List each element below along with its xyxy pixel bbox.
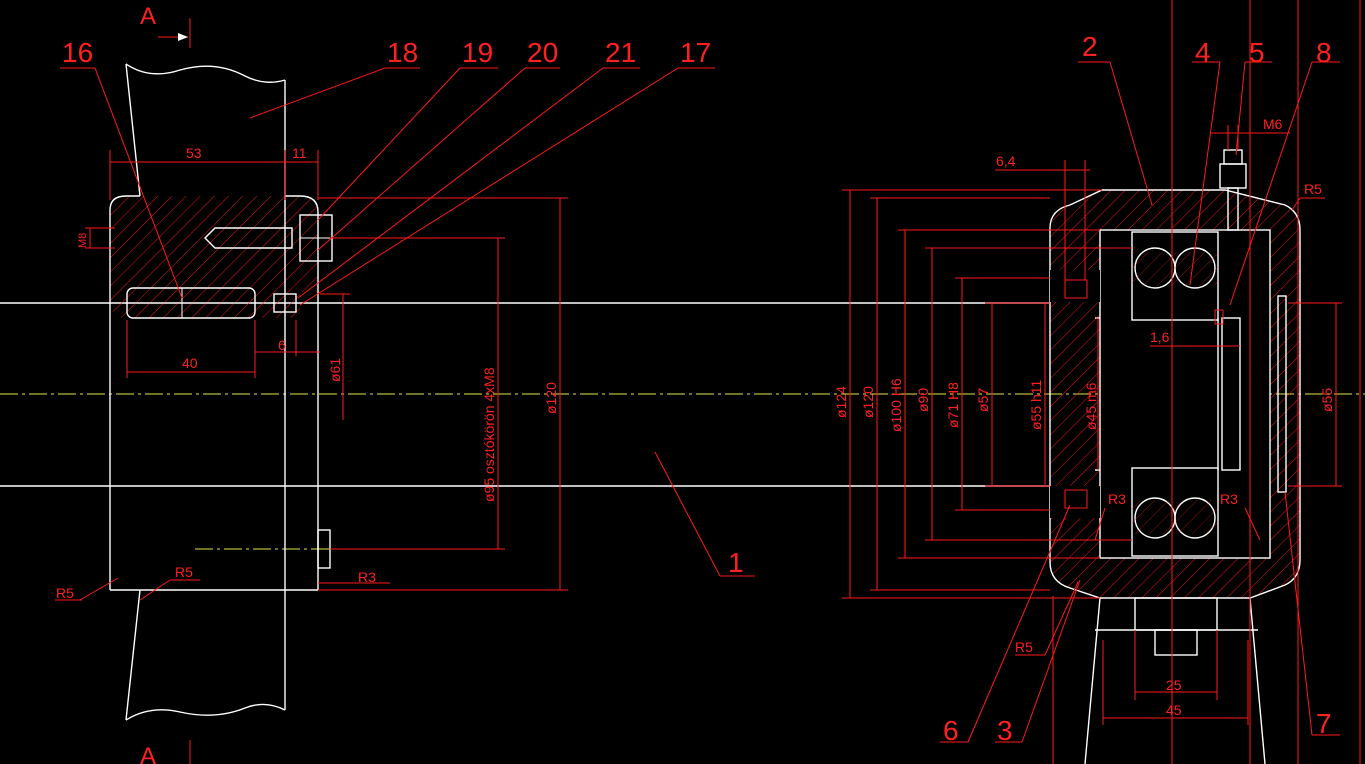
right-dimensions	[842, 125, 1342, 725]
dim-45: 45	[1166, 702, 1182, 718]
dim-phi55-h11: ø55 h11	[1028, 379, 1044, 430]
part-label-21: 21	[605, 37, 636, 68]
left-wheel	[109, 63, 355, 721]
dim-r3-right: R3	[1220, 491, 1238, 507]
part-label-4: 4	[1195, 37, 1211, 68]
dim-phi100: ø100 H6	[888, 378, 904, 432]
dim-phi55-right: ø55	[1319, 388, 1335, 412]
dim-1-6: 1,6	[1150, 329, 1170, 345]
part-label-6: 6	[943, 715, 959, 746]
dim-6: 6	[278, 337, 286, 353]
dim-phi45: ø45 m6	[1083, 382, 1099, 430]
dim-11: 11	[292, 145, 307, 161]
part-label-19: 19	[462, 37, 493, 68]
section-mark-bottom: A	[140, 743, 156, 764]
section-mark-top: A	[140, 3, 156, 30]
dim-r5-a: R5	[56, 585, 74, 601]
part-label-3: 3	[997, 715, 1013, 746]
dim-r5-right-top: R5	[1304, 181, 1322, 197]
part-label-17: 17	[680, 37, 711, 68]
dim-r5-b: R5	[175, 564, 193, 580]
part-label-7: 7	[1316, 708, 1332, 739]
part-label-18: 18	[387, 37, 418, 68]
dim-m8: M8	[77, 233, 89, 248]
dim-phi120-right: ø120	[860, 386, 876, 418]
dim-phi61: ø61	[327, 358, 343, 382]
left-dimensions	[55, 18, 568, 764]
part-label-2: 2	[1082, 31, 1098, 62]
dim-6-4: 6,4	[996, 153, 1016, 169]
dim-25: 25	[1166, 677, 1182, 693]
dim-r5-bottom: R5	[1015, 639, 1033, 655]
dim-53: 53	[186, 145, 202, 161]
dim-r3-mid: R3	[1108, 491, 1126, 507]
dim-phi95: ø95 osztókörön 4xM8	[481, 367, 497, 502]
dim-phi120-left: ø120	[543, 382, 559, 414]
left-leaders	[60, 67, 755, 577]
right-housing	[1049, 0, 1361, 764]
dim-m6: M6	[1263, 116, 1283, 132]
part-label-16: 16	[62, 37, 93, 68]
dim-r3-left: R3	[358, 569, 376, 585]
dim-phi71: ø71 H8	[945, 382, 961, 428]
dim-40: 40	[182, 355, 198, 371]
part-label-1: 1	[728, 547, 744, 578]
part-label-5: 5	[1249, 37, 1265, 68]
right-leaders	[940, 61, 1340, 743]
dim-phi124: ø124	[833, 386, 849, 418]
part-label-20: 20	[527, 37, 558, 68]
dim-phi57: ø57	[975, 388, 991, 412]
dim-phi90: ø90	[915, 388, 931, 412]
part-label-8: 8	[1316, 37, 1332, 68]
